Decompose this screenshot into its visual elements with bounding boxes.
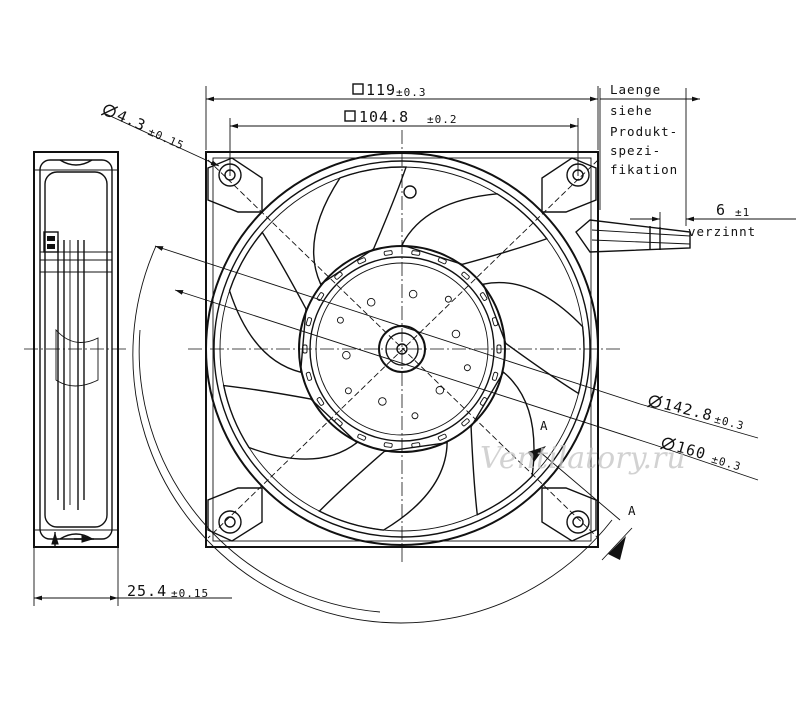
lead-strip-label: verzinnt (688, 224, 756, 239)
blade (482, 281, 585, 395)
vent-slot (479, 292, 488, 301)
rivet-hole (408, 289, 418, 299)
lead-length-note-line-5: fikation (610, 162, 678, 177)
hub-rivet-holes (336, 289, 471, 420)
vent-slot (383, 250, 393, 256)
lead-strip-value: 6 (716, 201, 726, 219)
vent-slot (479, 397, 488, 406)
lead-length-note-line-1: Laenge (610, 82, 661, 97)
swept-diameter-tolerance: ±0.3 (710, 453, 743, 474)
rivet-hole (342, 351, 351, 360)
hub-vent-slots (302, 250, 502, 448)
rivet-hole (451, 329, 461, 339)
section-arrow-icon (608, 536, 626, 560)
lead-length-note-line-4: spezi- (610, 143, 661, 158)
blade (228, 231, 307, 374)
vent-slot (305, 317, 313, 327)
hole-pitch-tolerance: ±0.2 (427, 113, 458, 126)
vent-slot (491, 317, 499, 327)
blade (401, 193, 548, 266)
rivet-hole (444, 295, 452, 303)
side-view: 25.4 ±0.15 (24, 151, 232, 606)
vent-slot (357, 257, 367, 265)
rivet-hole (411, 412, 419, 420)
frame-width-value: 119 (366, 81, 396, 99)
depth-value: 25.4 (127, 582, 167, 600)
lead-length-note-line-3: Produkt- (610, 124, 678, 139)
airflow-arrow-icon (51, 532, 94, 546)
square-symbol-icon (352, 83, 364, 95)
diameter-symbol-icon (648, 395, 662, 408)
hole-diameter-value: 4.3 (114, 106, 149, 135)
view-arrow-icon (528, 446, 546, 462)
blade (312, 166, 408, 286)
blade (318, 441, 448, 531)
vent-slot (334, 271, 343, 280)
vent-slot (461, 418, 470, 427)
hole-pitch-value: 104.8 (359, 108, 409, 126)
mounting-hole-bottom-right (541, 487, 597, 542)
vent-slot (491, 371, 499, 381)
watermark: Ventilatory.ru (480, 441, 686, 476)
impeller-diameter-value: 142.8 (662, 395, 715, 425)
blade (470, 371, 535, 516)
vent-slot (334, 418, 343, 427)
square-symbol-icon (344, 110, 356, 122)
section-marker-label: A (628, 503, 637, 518)
rivet-hole (344, 387, 352, 395)
rivet-hole (366, 298, 376, 307)
rivet-hole (378, 397, 387, 406)
diameter-symbol-icon (661, 437, 675, 451)
vent-slot (383, 442, 393, 448)
dimension-lines: 119 ±0.3 104.8 ±0.2 4.3 ±0.15 142.8 ±0.3 (100, 81, 796, 561)
depth-tolerance: ±0.15 (171, 587, 209, 600)
lead-wires (575, 219, 691, 253)
vent-slot (357, 433, 367, 441)
side-connector (43, 231, 59, 253)
vent-slot (316, 397, 325, 406)
lead-strip-tolerance: ±1 (735, 206, 750, 219)
blade (222, 384, 358, 460)
diameter-symbol-icon (103, 104, 116, 118)
swept-arc (132, 245, 613, 624)
vent-slot (411, 442, 421, 448)
mounting-hole-bottom-left (207, 487, 263, 542)
vent-slot (305, 371, 313, 381)
view-marker-label: A (540, 418, 549, 433)
impeller-blades (222, 166, 585, 531)
mounting-hole-top-right (541, 157, 597, 213)
vent-slot (437, 257, 447, 265)
vent-slot (461, 271, 470, 280)
vent-slot (437, 433, 447, 441)
lead-length-note-line-2: siehe (610, 103, 653, 118)
vent-slot (316, 292, 325, 301)
vent-slot (411, 250, 421, 256)
hole-diameter-tolerance: ±0.15 (146, 125, 186, 152)
rivet-hole (435, 386, 445, 395)
frame-width-tolerance: ±0.3 (396, 86, 427, 99)
front-view (132, 130, 691, 624)
rivet-hole (336, 316, 344, 324)
rivet-hole (463, 364, 471, 372)
side-housing-outline (33, 151, 119, 548)
